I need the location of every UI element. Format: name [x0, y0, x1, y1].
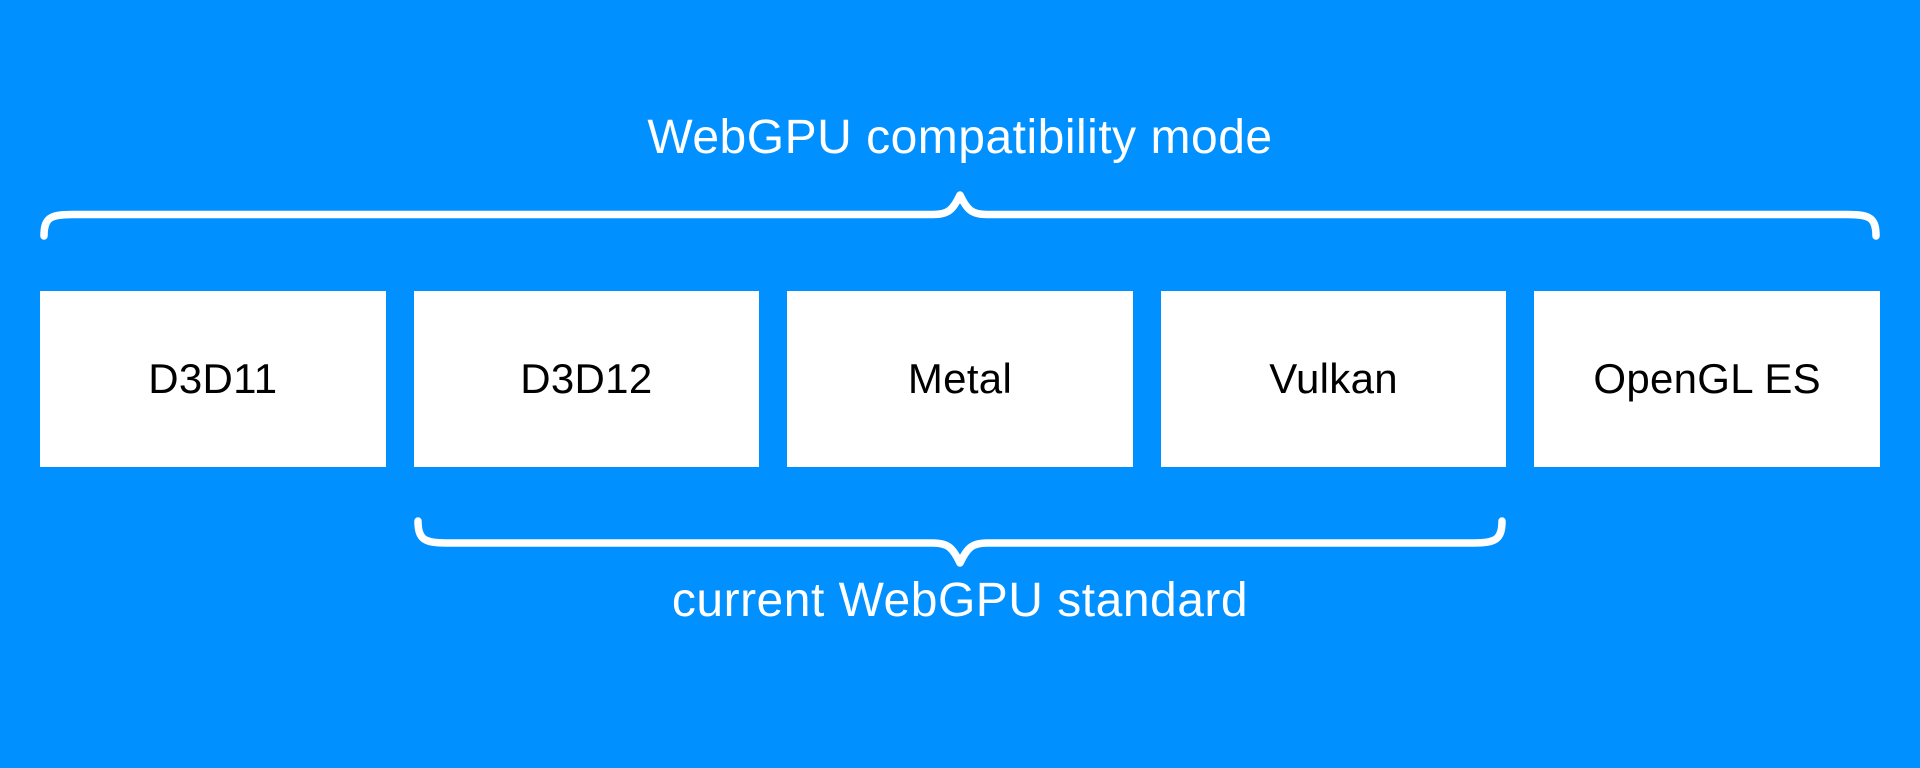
bottom-brace-label: current WebGPU standard — [671, 574, 1249, 627]
backend-box-vulkan: Vulkan — [1160, 291, 1507, 467]
top-brace — [40, 191, 1880, 240]
backend-box-metal: Metal — [787, 291, 1133, 467]
bottom-brace — [414, 517, 1506, 567]
backend-box-opengl-es: OpenGL ES — [1534, 291, 1880, 467]
backend-box-label: Vulkan — [1269, 355, 1398, 402]
backend-box-label: OpenGL ES — [1593, 355, 1821, 402]
backend-boxes-row: D3D11 D3D12 Metal Vulkan OpenGL ES — [40, 291, 1880, 467]
backend-box-label: D3D12 — [520, 355, 653, 402]
backend-box-d3d11: D3D11 — [40, 291, 386, 467]
backend-box-d3d12: D3D12 — [413, 291, 760, 467]
backend-box-label: Metal — [907, 355, 1013, 402]
backend-box-label: D3D11 — [148, 355, 278, 402]
top-brace-label: WebGPU compatibility mode — [647, 111, 1273, 164]
